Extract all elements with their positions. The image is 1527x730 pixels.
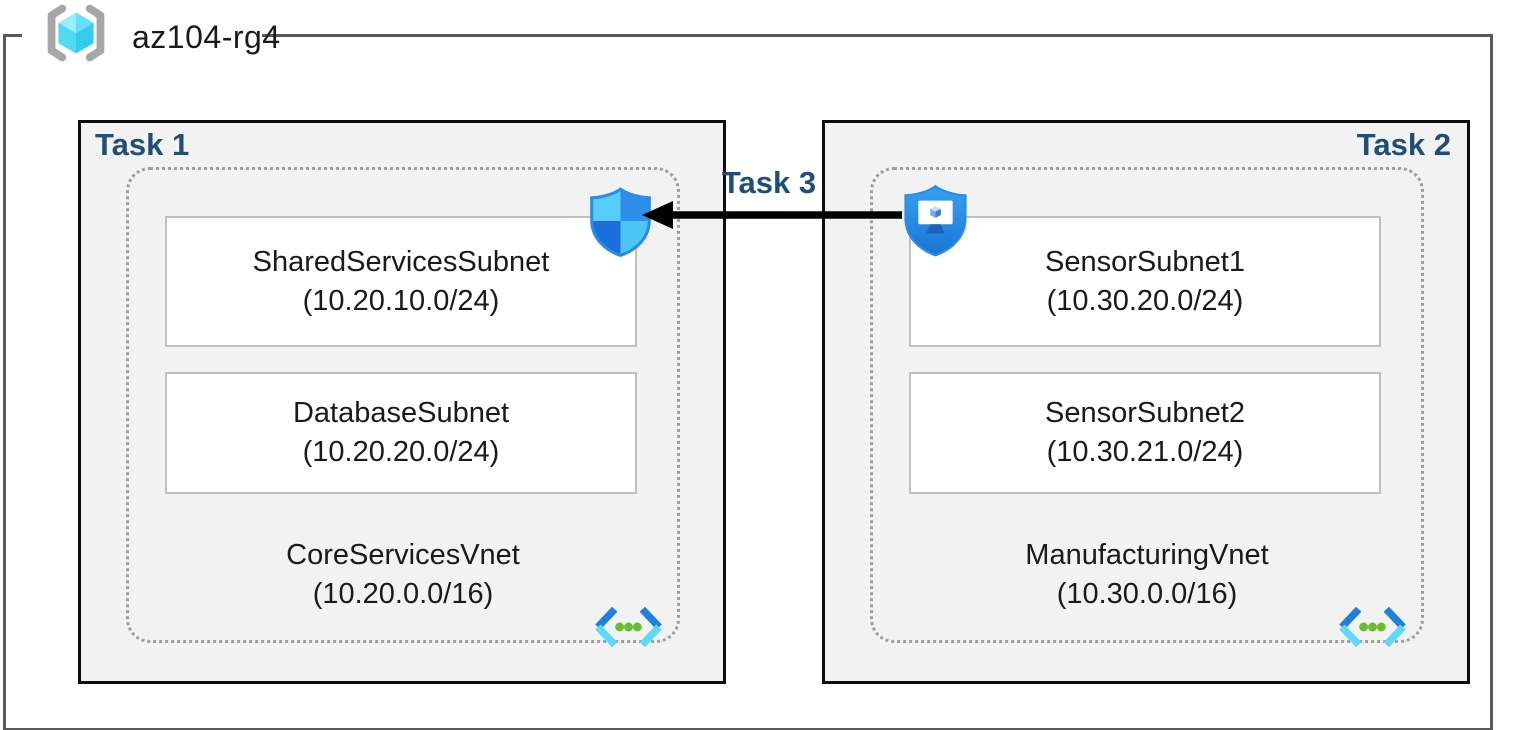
- subnet-cidr: (10.30.21.0/24): [1046, 436, 1244, 468]
- subnet-name: DatabaseSubnet: [292, 397, 510, 429]
- vnet-label: ManufacturingVnet (10.30.0.0/16): [873, 536, 1421, 614]
- vnet-cidr: (10.20.0.0/16): [312, 578, 494, 610]
- sharedservices-subnet-box: SharedServicesSubnet (10.20.10.0/24): [165, 216, 637, 347]
- vnet-label: CoreServicesVnet (10.20.0.0/16): [129, 536, 677, 614]
- sensor-subnet1-box: SensorSubnet1 (10.30.20.0/24): [909, 216, 1381, 347]
- coreservicesvnet-container: SharedServicesSubnet (10.20.10.0/24) Dat…: [126, 167, 680, 648]
- vnet-name: ManufacturingVnet: [1025, 539, 1269, 571]
- resource-group-icon: [47, 4, 105, 62]
- vnet-name: CoreServicesVnet: [286, 539, 520, 571]
- subnet-cidr: (10.20.10.0/24): [302, 284, 500, 317]
- manufacturingvnet-container: SensorSubnet1 (10.30.20.0/24) SensorSubn…: [870, 167, 1424, 648]
- virtual-network-icon: [1339, 606, 1406, 648]
- application-security-group-icon: [904, 184, 967, 257]
- database-subnet-box: DatabaseSubnet (10.20.20.0/24): [165, 372, 637, 494]
- task2-label: Task 2: [1356, 127, 1451, 162]
- peering-arrow: [642, 201, 902, 229]
- vnet-cidr: (10.30.0.0/16): [1056, 578, 1238, 610]
- network-security-group-icon: [590, 187, 651, 258]
- subnet-cidr: (10.30.20.0/24): [1046, 284, 1244, 317]
- virtual-network-icon: [595, 606, 662, 648]
- task1-label: Task 1: [95, 127, 190, 162]
- resource-group-name: az104-rg4: [132, 19, 281, 55]
- task2-box: Task 2 SensorSubnet1 (10.30.20.0/24) Sen…: [822, 120, 1470, 684]
- subnet-cidr: (10.20.20.0/24): [302, 436, 500, 468]
- subnet-name: SensorSubnet1: [1045, 245, 1245, 278]
- task3-label: Task 3: [721, 165, 817, 200]
- task1-box: Task 1 SharedServicesSubnet (10.20.10.0/…: [78, 120, 726, 684]
- subnet-name: SharedServicesSubnet: [252, 245, 550, 278]
- subnet-name: SensorSubnet2: [1045, 397, 1245, 429]
- sensor-subnet2-box: SensorSubnet2 (10.30.21.0/24): [909, 372, 1381, 494]
